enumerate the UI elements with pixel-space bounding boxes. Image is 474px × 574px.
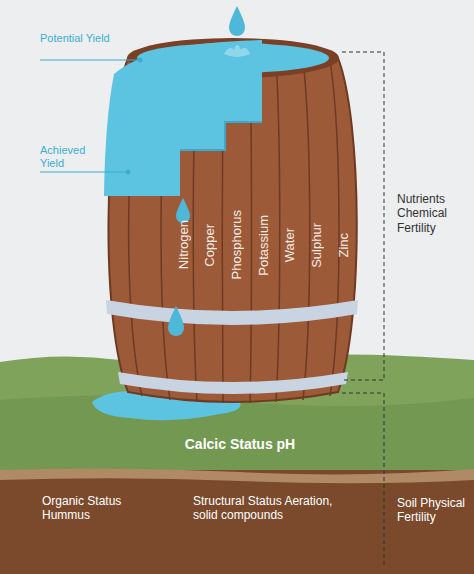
barrel-stave: Water: [278, 195, 302, 295]
nutrient-label: Zinc: [336, 233, 351, 258]
leader-line: [40, 60, 138, 61]
bracket: [342, 52, 384, 380]
bracket-label: Nutrients Chemical Fertility: [397, 192, 469, 235]
barrel-stave: Zinc: [331, 195, 355, 295]
notch-edge: [180, 122, 262, 150]
water-drop: [176, 198, 190, 223]
barrel-stave: Sulphur: [305, 195, 329, 295]
water-drop: [168, 306, 184, 336]
barrel-stave: Nitrogen: [171, 195, 195, 295]
hoop: [106, 300, 358, 325]
nutrient-label: Phosphorus: [229, 210, 244, 279]
nutrient-label: Potassium: [256, 215, 271, 276]
callout-label: Potential Yield: [40, 32, 110, 45]
barrel-stave: Copper: [198, 195, 222, 295]
leader-dot: [138, 58, 143, 63]
nutrient-label: Sulphur: [309, 223, 324, 268]
nutrient-label: Copper: [202, 224, 217, 267]
soil-label: Organic Status Hummus: [42, 494, 142, 523]
water-drop: [229, 6, 245, 36]
ground-label: Calcic Status pH: [140, 436, 340, 453]
bracket-label: Soil Physical Fertility: [397, 496, 469, 525]
soil-layer: [0, 468, 474, 483]
leader-dot: [126, 170, 131, 175]
barrel-stave: Potassium: [251, 195, 275, 295]
hoop: [118, 372, 348, 394]
nutrient-label: Water: [282, 228, 297, 262]
bracket: [342, 393, 384, 566]
barrel-stave: Phosphorus: [224, 195, 248, 295]
soil-label: Structural Status Aeration, solid compou…: [193, 494, 353, 523]
splash: [224, 45, 250, 57]
soil: [0, 470, 474, 574]
callout-label: Achieved Yield: [40, 144, 110, 170]
nutrient-label: Nitrogen: [176, 220, 191, 269]
water-notch: [104, 40, 262, 196]
leader-line: [40, 172, 126, 173]
